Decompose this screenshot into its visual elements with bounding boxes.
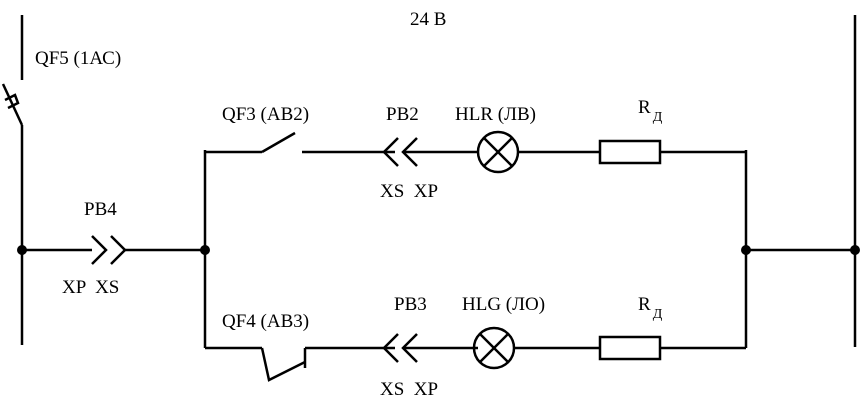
pb3-label: РВ3 [394,294,427,315]
junction-right-bus [850,245,860,255]
hlr-lamp [476,130,520,174]
qf5-breaker [1,83,24,126]
junction-left-bus [17,245,27,255]
supply-voltage-label: 24 В [410,9,446,30]
bottom-resistor [598,335,662,361]
qf3-label: QF3 (АВ2) [222,104,309,125]
qf5-label: QF5 (1АС) [35,48,121,69]
qf4-switch [260,347,307,382]
qf3-switch [261,131,296,154]
junction-right-branch [741,245,751,255]
pb4-label: РВ4 [84,199,117,220]
pb2-pins-label: XS XP [380,181,438,202]
junction-left-branch [200,245,210,255]
hlg-lamp [472,326,516,370]
pb2-label: РВ2 [386,104,419,125]
pb4-pins-label: XP XS [62,277,119,298]
qf4-label: QF4 (АВ3) [222,311,309,332]
pb4-connector [91,235,127,265]
hlg-label: HLG (ЛО) [462,294,545,315]
hlr-label: HLR (ЛВ) [455,104,536,125]
pb3-pins-label: XS XP [380,379,438,400]
top-resistor [598,139,662,165]
